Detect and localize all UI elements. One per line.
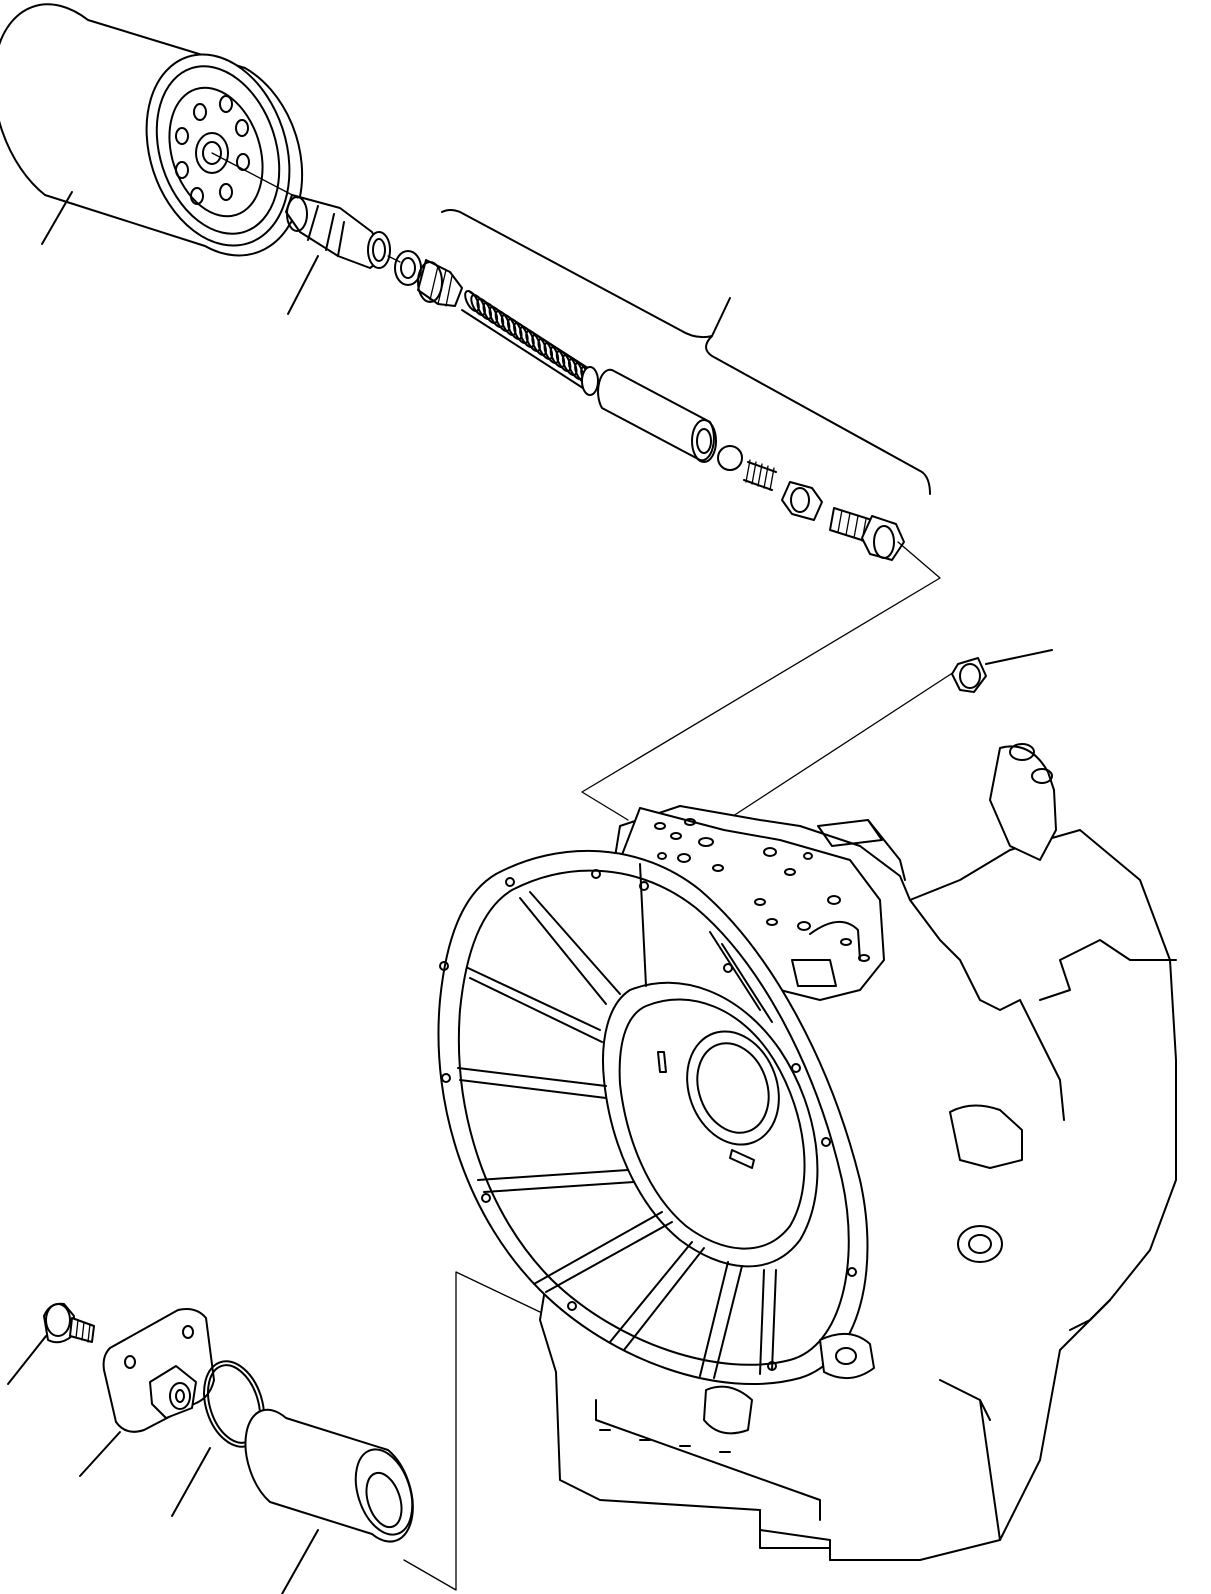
spring-coil xyxy=(506,318,523,340)
transmission-housing xyxy=(437,743,1177,1561)
center-lines xyxy=(211,152,955,1591)
spring-coil xyxy=(513,322,529,344)
spring-coil xyxy=(537,338,554,360)
strainer-element xyxy=(244,1408,414,1543)
housing-ribs xyxy=(457,863,777,1379)
spring-coil xyxy=(519,326,535,348)
valve-plate-holes xyxy=(654,818,870,962)
assembly-leader-line xyxy=(711,297,731,337)
spring-coil xyxy=(494,310,511,332)
spring-coil xyxy=(549,346,566,368)
valve-body xyxy=(417,259,463,307)
spring-coil xyxy=(561,354,578,376)
spring-coil xyxy=(555,350,572,372)
spring-coil xyxy=(543,342,560,364)
valve-nut xyxy=(781,481,823,521)
cover-bolt xyxy=(43,1302,95,1344)
spring-coil xyxy=(525,330,541,352)
spring-coil xyxy=(476,298,493,320)
valve-plug-bolt xyxy=(829,507,905,561)
leader-lines xyxy=(7,191,1053,1594)
small-spring xyxy=(743,459,777,491)
relief-spring xyxy=(461,290,599,396)
valve-ball xyxy=(717,445,743,471)
drain-plug xyxy=(951,657,987,693)
spring-coil xyxy=(470,294,486,316)
center-bolt-fitting xyxy=(285,194,391,269)
strainer-cover xyxy=(102,1308,215,1433)
spring-coil xyxy=(567,358,584,380)
spring-coil xyxy=(531,334,547,356)
spring-coil xyxy=(482,302,499,324)
valve-seat xyxy=(394,250,422,286)
filter-bolt-holes xyxy=(175,95,250,205)
oil-filter-cartridge xyxy=(0,3,304,257)
valve-sleeve xyxy=(597,368,717,463)
spring-coil xyxy=(488,306,505,328)
spring-coil xyxy=(464,290,480,312)
spring-coil xyxy=(500,314,517,336)
